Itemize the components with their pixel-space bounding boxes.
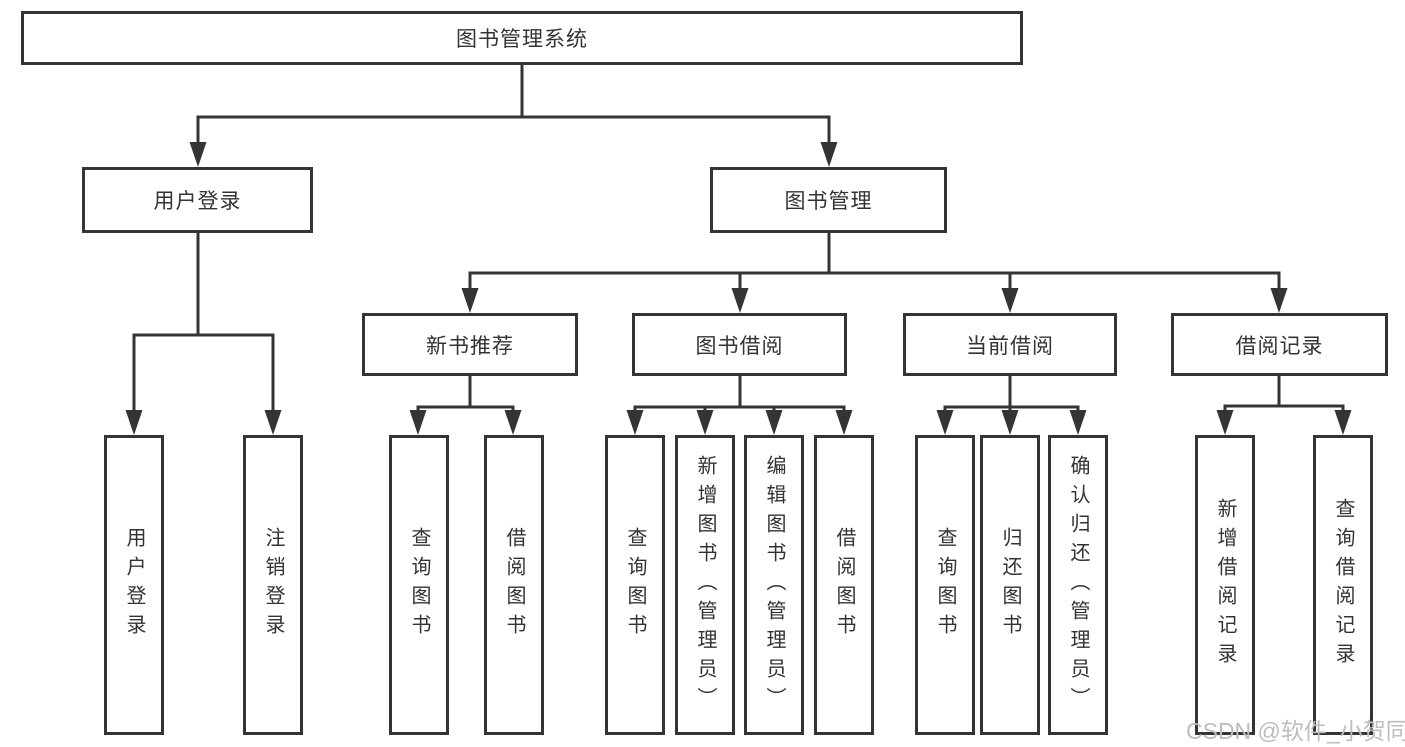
node-borrow-records-label: 借阅记录 — [1235, 334, 1324, 358]
node-book-management: 图书管理 — [710, 167, 947, 233]
node-root: 图书管理系统 — [21, 11, 1023, 65]
node-root-label: 图书管理系统 — [456, 28, 588, 51]
leaf-logout-label: 注销登录 — [262, 527, 284, 643]
leaf-query-book-borrow: 查询图书 — [605, 435, 665, 735]
arrowheads — [125, 142, 1352, 435]
node-new-book-recommend-label: 新书推荐 — [426, 334, 514, 358]
leaf-borrow-book-label: 借阅图书 — [833, 527, 855, 643]
leaf-return-book-label: 归还图书 — [999, 527, 1021, 643]
leaf-return-book: 归还图书 — [980, 435, 1040, 735]
leaf-confirm-return-admin-label: 确认归还（管理员） — [1067, 454, 1089, 716]
node-book-borrow: 图书借阅 — [632, 313, 847, 376]
leaf-borrow-book-recommend-label: 借阅图书 — [503, 527, 525, 643]
node-new-book-recommend: 新书推荐 — [362, 313, 578, 376]
leaf-query-book-current-label: 查询图书 — [934, 527, 956, 643]
leaf-edit-book-admin: 编辑图书（管理员） — [744, 435, 804, 735]
node-user-login-group: 用户登录 — [82, 167, 313, 233]
node-user-login-group-label: 用户登录 — [153, 190, 242, 213]
leaf-add-book-admin: 新增图书（管理员） — [675, 435, 735, 735]
leaf-borrow-book-recommend: 借阅图书 — [484, 435, 544, 735]
node-borrow-records: 借阅记录 — [1171, 313, 1388, 376]
leaf-add-borrow-record-label: 新增借阅记录 — [1214, 498, 1236, 672]
leaf-confirm-return-admin: 确认归还（管理员） — [1048, 435, 1108, 735]
leaf-query-book-recommend: 查询图书 — [389, 435, 449, 735]
leaf-query-book-current: 查询图书 — [915, 435, 975, 735]
leaf-query-borrow-record: 查询借阅记录 — [1313, 435, 1373, 735]
leaf-user-login-label: 用户登录 — [123, 527, 145, 643]
leaf-query-book-borrow-label: 查询图书 — [624, 527, 646, 643]
leaf-logout: 注销登录 — [243, 435, 303, 735]
leaf-query-book-recommend-label: 查询图书 — [408, 527, 430, 643]
leaf-edit-book-admin-label: 编辑图书（管理员） — [763, 454, 785, 716]
leaf-borrow-book: 借阅图书 — [814, 435, 874, 735]
node-book-management-label: 图书管理 — [784, 190, 873, 213]
leaf-add-book-admin-label: 新增图书（管理员） — [694, 454, 716, 716]
node-current-borrow: 当前借阅 — [903, 313, 1117, 376]
leaf-query-borrow-record-label: 查询借阅记录 — [1332, 498, 1354, 672]
node-book-borrow-label: 图书借阅 — [695, 334, 784, 358]
leaf-add-borrow-record: 新增借阅记录 — [1195, 435, 1255, 735]
leaf-user-login: 用户登录 — [104, 435, 164, 735]
node-current-borrow-label: 当前借阅 — [966, 334, 1054, 358]
